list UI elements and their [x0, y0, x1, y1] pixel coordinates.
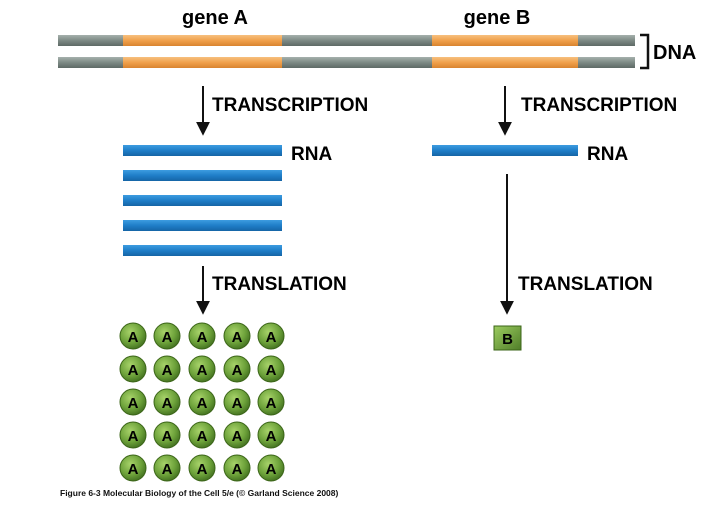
protein-a-letter: A [266, 362, 277, 379]
dna-strand-top [58, 35, 635, 46]
protein-a-letter: A [266, 461, 277, 478]
protein-a-molecule [188, 322, 216, 350]
protein-a-molecule [119, 421, 147, 449]
rna-molecule [123, 195, 282, 206]
protein-a-molecule [153, 322, 181, 350]
protein-a-letter: A [197, 461, 208, 478]
protein-a-molecule [153, 388, 181, 416]
dna-strand-bottom [58, 57, 635, 68]
protein-a-letter: A [128, 329, 139, 346]
protein-a-molecule [119, 355, 147, 383]
protein-a-letter: A [232, 329, 243, 346]
protein-a-letter: A [128, 362, 139, 379]
protein-a-letter: A [232, 362, 243, 379]
protein-a-molecule [223, 421, 251, 449]
rna-label-a: RNA [291, 144, 332, 165]
transcription-label-a: TRANSCRIPTION [212, 95, 368, 116]
rna-stack-a [123, 145, 282, 256]
protein-a-molecule [153, 421, 181, 449]
protein-a-row: A A A A A [119, 421, 285, 449]
protein-a-letter: A [266, 329, 277, 346]
translation-label-b: TRANSLATION [518, 274, 653, 295]
protein-a-molecule [257, 322, 285, 350]
gene-b-region-top [432, 35, 578, 46]
protein-a-molecule [188, 454, 216, 482]
protein-b-letter: B [502, 331, 513, 348]
protein-a-molecule [153, 355, 181, 383]
protein-a-letter: A [128, 395, 139, 412]
protein-a-molecule [153, 454, 181, 482]
gene-a-label: gene A [182, 7, 248, 29]
protein-a-molecule [257, 355, 285, 383]
gene-b-region-bottom [432, 57, 578, 68]
protein-a-letter: A [232, 428, 243, 445]
protein-a-molecule [257, 388, 285, 416]
protein-a-letter: A [162, 329, 173, 346]
protein-a-letter: A [197, 329, 208, 346]
transcription-label-b: TRANSCRIPTION [521, 95, 677, 116]
rna-molecule [123, 220, 282, 231]
protein-a-row: A A A A A [119, 388, 285, 416]
protein-a-letter: A [162, 395, 173, 412]
protein-a-molecule [119, 322, 147, 350]
protein-a-letter: A [197, 395, 208, 412]
protein-a-molecule [119, 388, 147, 416]
protein-a-molecule [223, 388, 251, 416]
gene-a-region-bottom [123, 57, 282, 68]
protein-a-letter: A [128, 428, 139, 445]
protein-a-molecule [188, 388, 216, 416]
dna-bracket [640, 33, 650, 70]
gene-b-label: gene B [464, 7, 531, 29]
rna-molecule [123, 145, 282, 156]
protein-a-letter: A [162, 461, 173, 478]
dna-label: DNA [653, 42, 696, 64]
protein-a-row: A A A A A [119, 454, 285, 482]
protein-b-molecule [493, 325, 522, 351]
rna-label-b: RNA [587, 144, 628, 165]
figure-caption: Figure 6-3 Molecular Biology of the Cell… [60, 488, 339, 498]
protein-a-letter: A [197, 428, 208, 445]
protein-a-molecule [223, 454, 251, 482]
protein-a-letter: A [266, 395, 277, 412]
protein-a-letter: A [162, 362, 173, 379]
rna-molecule-b [432, 145, 578, 156]
protein-a-molecule [119, 454, 147, 482]
protein-a-letter: A [232, 461, 243, 478]
protein-a-letter: A [197, 362, 208, 379]
protein-a-molecule [257, 421, 285, 449]
translation-label-a: TRANSLATION [212, 274, 347, 295]
gene-a-region-top [123, 35, 282, 46]
protein-a-letter: A [162, 428, 173, 445]
rna-molecule [123, 170, 282, 181]
protein-a-molecule [188, 355, 216, 383]
protein-a-letter: A [266, 428, 277, 445]
protein-a-letter: A [128, 461, 139, 478]
protein-a-molecule [223, 355, 251, 383]
protein-a-letter: A [232, 395, 243, 412]
protein-a-molecule [257, 454, 285, 482]
protein-a-grid: A A A A A A A A A A A A [119, 322, 285, 482]
rna-molecule [123, 245, 282, 256]
protein-a-row: A A A A A [119, 322, 285, 350]
protein-a-row: A A A A A [119, 355, 285, 383]
protein-a-molecule [188, 421, 216, 449]
protein-a-molecule [223, 322, 251, 350]
protein-b: B [493, 325, 522, 351]
